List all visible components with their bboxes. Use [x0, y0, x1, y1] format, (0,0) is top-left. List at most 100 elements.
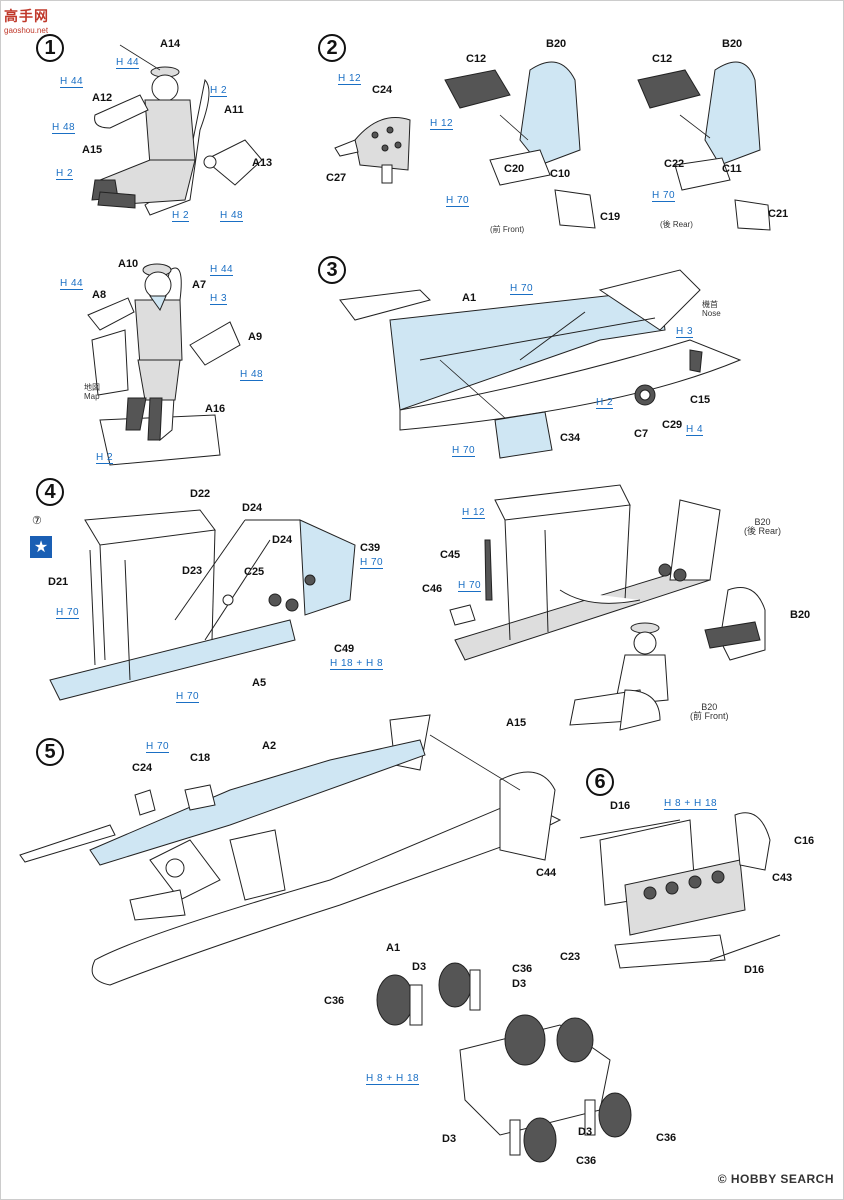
color-code: H 44 — [60, 278, 84, 290]
part-label-a11: A11 — [224, 104, 244, 116]
step-number-1: 1 — [36, 34, 64, 62]
part-label-d3: D3 — [412, 961, 427, 973]
part-label-c11: C11 — [722, 163, 742, 175]
color-code: H 70 — [458, 580, 482, 592]
color-code: H 2 — [96, 452, 114, 464]
part-label-d16-2: D16 — [744, 964, 765, 976]
step4-cockpit-frame — [49, 509, 356, 701]
color-code: H 2 — [56, 168, 74, 180]
part-label-a14: A14 — [160, 38, 181, 50]
step-number-2: 2 — [318, 34, 346, 62]
part-label-c16: C16 — [794, 835, 815, 847]
part-label-c49: C49 — [334, 643, 355, 655]
part-label-b20: B20 — [790, 609, 811, 621]
part-label-c24: C24 — [132, 762, 153, 774]
part-label-a9: A9 — [248, 331, 263, 343]
color-code: H 48 — [240, 369, 264, 381]
part-label-d3-2: D3 — [512, 978, 527, 990]
part-label-c36: C36 — [512, 963, 533, 975]
caption-b20-rear: B20 (後 Rear) — [744, 517, 782, 536]
color-code: H 70 — [446, 195, 470, 207]
part-label-c29: C29 — [662, 419, 683, 431]
step3-fuselage-side — [339, 269, 742, 459]
part-label-c46: C46 — [422, 583, 443, 595]
part-label-c45: C45 — [440, 549, 461, 561]
caption-nose: 機首 Nose — [702, 300, 721, 318]
color-code: H 70 — [452, 445, 476, 457]
part-label-a5: A5 — [252, 677, 267, 689]
color-code: H 70 — [176, 691, 200, 703]
color-code: H 8 + H 18 — [664, 798, 718, 810]
color-code: H 70 — [146, 741, 170, 753]
color-code: H 70 — [360, 557, 384, 569]
color-code: H 44 — [60, 76, 84, 88]
color-code: H 70 — [510, 283, 534, 295]
step-number-5: 5 — [36, 738, 64, 766]
part-label-d16: D16 — [610, 800, 631, 812]
caption-map: 地図 Map — [84, 383, 100, 401]
part-label-b20-rear: B20 — [722, 38, 743, 50]
color-code: H 18 + H 8 — [330, 658, 384, 670]
color-code: H 2 — [596, 397, 614, 409]
color-code: H 70 — [56, 607, 80, 619]
part-label-a13: A13 — [252, 157, 273, 169]
color-code: H 12 — [430, 118, 454, 130]
part-label-c22: C22 — [664, 158, 685, 170]
site-logo: 高手网 gaoshou.net — [4, 6, 49, 35]
site-logo-sub: gaoshou.net — [4, 26, 49, 35]
part-label-c36-2: C36 — [324, 995, 345, 1007]
part-label-a8: A8 — [92, 289, 107, 301]
color-code: H 44 — [210, 264, 234, 276]
color-code: H 48 — [220, 210, 244, 222]
part-label-d22: D22 — [190, 488, 211, 500]
part-label-c34: C34 — [560, 432, 581, 444]
part-label-c21: C21 — [768, 208, 789, 220]
color-code: H 4 — [686, 424, 704, 436]
part-label-d3-4: D3 — [578, 1126, 593, 1138]
step2-instrument-panel — [334, 117, 411, 184]
color-code: H 48 — [52, 122, 76, 134]
part-label-c20: C20 — [504, 163, 525, 175]
part-label-b20: B20 — [546, 38, 567, 50]
part-label-c12-rear: C12 — [652, 53, 673, 65]
part-label-c23: C23 — [560, 951, 581, 963]
part-label-c18: C18 — [190, 752, 211, 764]
color-code: H 70 — [652, 190, 676, 202]
part-label-c10: C10 — [550, 168, 571, 180]
part-label-a12: A12 — [92, 92, 113, 104]
part-label-a16: A16 — [205, 403, 226, 415]
color-code: H 12 — [462, 507, 486, 519]
part-label-d23: D23 — [182, 565, 203, 577]
step1-figure-standing — [87, 263, 241, 466]
color-code: H 3 — [676, 326, 694, 338]
part-label-d24-2: D24 — [272, 534, 293, 546]
part-label-c44: C44 — [536, 867, 557, 879]
part-label-c12: C12 — [466, 53, 487, 65]
part-label-c24: C24 — [372, 84, 393, 96]
part-label-d24: D24 — [242, 502, 263, 514]
caption-front: (前 Front) — [490, 225, 525, 234]
step-number-6: 6 — [586, 768, 614, 796]
caption-rear: (後 Rear) — [660, 220, 693, 229]
color-code: H 2 — [172, 210, 190, 222]
part-label-c36-4: C36 — [576, 1155, 597, 1167]
step-number-3: 3 — [318, 256, 346, 284]
color-code: H 8 + H 18 — [366, 1073, 420, 1085]
part-label-a15-seated: A15 — [506, 717, 527, 729]
part-label-c27: C27 — [326, 172, 347, 184]
caption-b20-front: B20 (前 Front) — [690, 702, 729, 721]
watermark: © HOBBY SEARCH — [717, 1172, 834, 1186]
decal-marker: ⑦ — [32, 515, 42, 527]
part-label-a7: A7 — [192, 279, 207, 291]
part-label-c7: C7 — [634, 428, 649, 440]
step6-console — [579, 812, 781, 969]
part-label-c39: C39 — [360, 542, 381, 554]
step5-fuselage — [19, 714, 562, 986]
part-label-c36-3: C36 — [656, 1132, 677, 1144]
step4-cockpit-assembled — [449, 484, 766, 731]
part-label-c15: C15 — [690, 394, 711, 406]
part-label-d3-3: D3 — [442, 1133, 457, 1145]
part-label-a15: A15 — [82, 144, 103, 156]
